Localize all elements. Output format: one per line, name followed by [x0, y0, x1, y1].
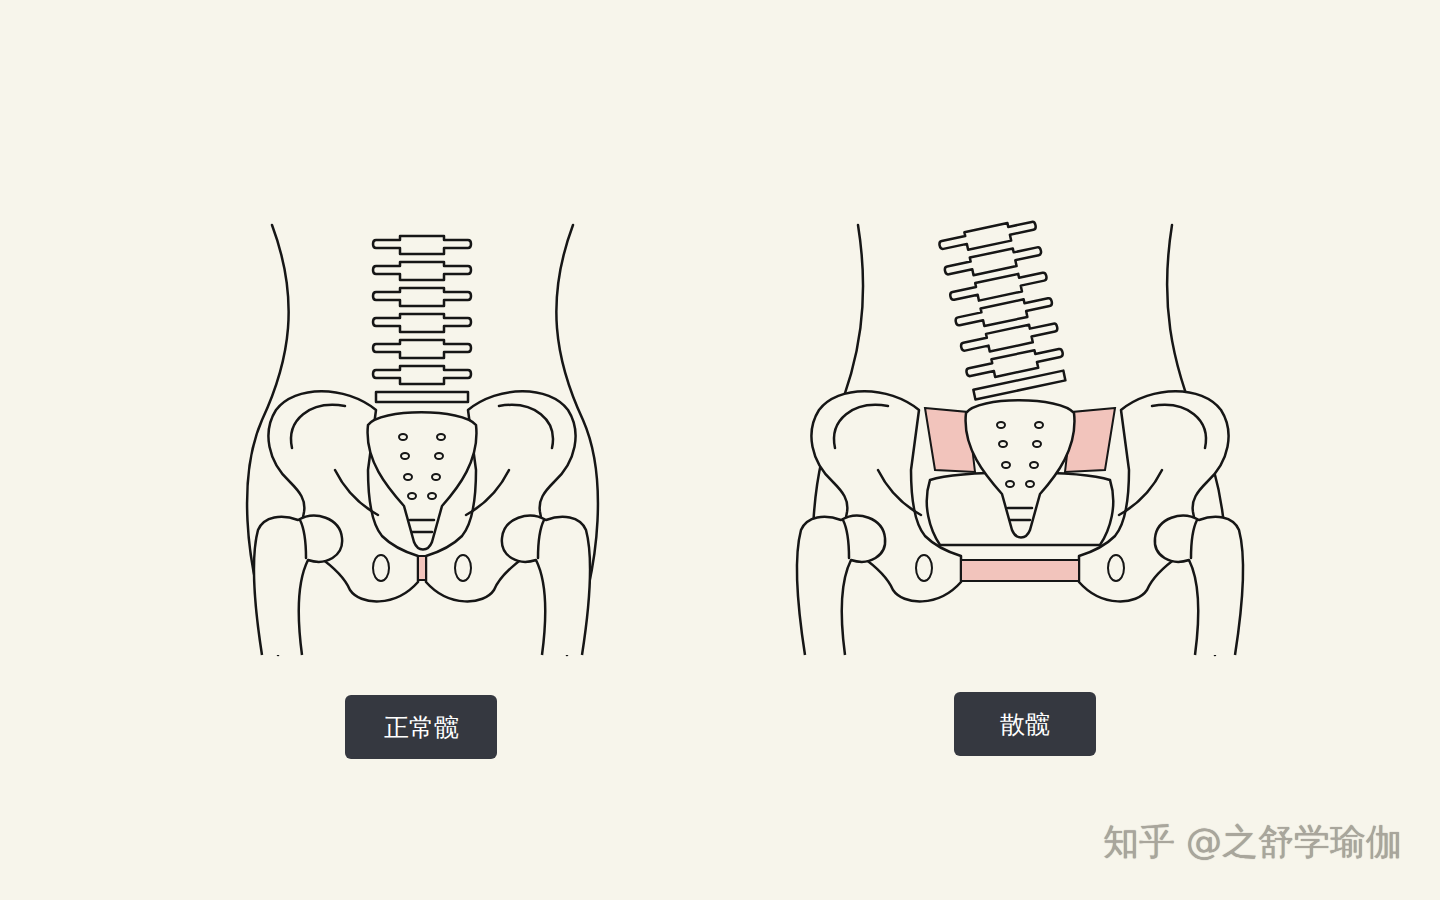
label-text: 散髋: [1000, 708, 1050, 741]
label-box: 正常髋: [345, 695, 497, 759]
watermark: 知乎 @之舒学瑜伽: [1103, 818, 1402, 867]
label-box: 散髋: [954, 692, 1096, 756]
label-text: 正常髋: [384, 711, 459, 744]
